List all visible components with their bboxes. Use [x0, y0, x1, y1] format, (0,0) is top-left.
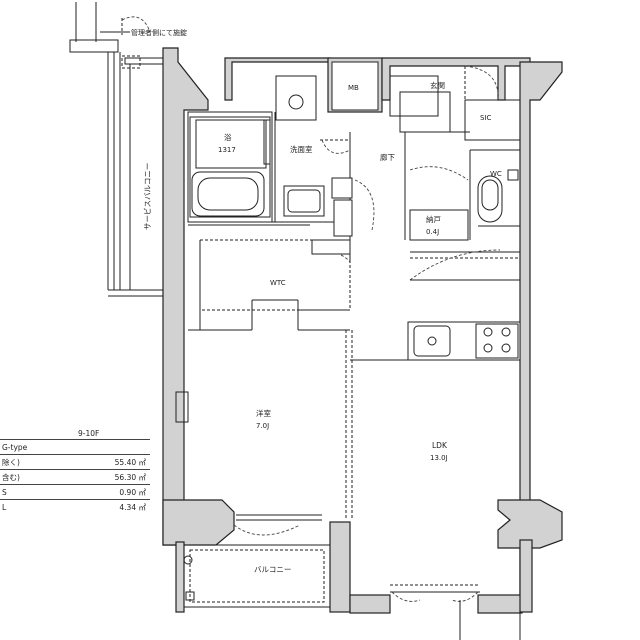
area-row-value: 56.30 ㎡	[55, 469, 150, 485]
washroom	[272, 75, 351, 223]
area-table: 9-10F G-type 除く) 55.40 ㎡ 含む) 56.30 ㎡ S 0…	[0, 428, 150, 514]
area-row-value: 55.40 ㎡	[55, 454, 150, 470]
area-row: 除く) 55.40 ㎡	[0, 454, 150, 470]
area-row-value: 0.90 ㎡	[55, 484, 150, 500]
area-row-label: L	[0, 499, 56, 514]
area-table-type: G-type	[0, 439, 150, 455]
area-row: L 4.34 ㎡	[0, 499, 150, 514]
genkan-label: 玄関	[430, 80, 445, 90]
wtc-label: WTC	[270, 279, 286, 287]
western-room	[175, 330, 353, 536]
management-note: 管理者側にて施錠	[100, 28, 187, 37]
ldk-room	[350, 359, 521, 602]
service-balcony	[69, 2, 166, 297]
bath-title: 浴	[224, 132, 232, 142]
ldk-size: 13.0J	[430, 454, 448, 462]
balcony	[183, 544, 331, 608]
area-row-label: S	[0, 484, 56, 500]
hallway	[311, 132, 469, 263]
sic-label: SIC	[480, 114, 492, 122]
balcony-label: バルコニー	[254, 565, 291, 574]
mb-label: MB	[348, 84, 359, 92]
hallway-label: 廊下	[380, 152, 395, 162]
area-row-label: 除く)	[0, 454, 56, 470]
storage-room	[409, 209, 520, 281]
management-note-text: 管理者側にて施錠	[131, 28, 187, 37]
kitchen	[407, 321, 521, 361]
mb-box	[331, 61, 379, 111]
entrance-area	[389, 65, 521, 141]
storage-size: 0.4J	[426, 228, 439, 236]
area-row: 含む) 56.30 ㎡	[0, 469, 150, 485]
bath-size: 1317	[218, 146, 236, 154]
washroom-label: 洗面室	[290, 144, 313, 154]
western-size: 7.0J	[256, 422, 269, 430]
bathroom	[187, 111, 273, 223]
service-balcony-label: サービスバルコニー	[143, 163, 152, 230]
wc-room	[469, 149, 520, 240]
area-row-label: 含む)	[0, 469, 56, 485]
western-title: 洋室	[256, 408, 271, 418]
exterior-walls	[162, 47, 563, 614]
ldk-title: LDK	[432, 441, 448, 450]
wc-label: WC	[490, 170, 502, 178]
wtc-room	[188, 224, 351, 331]
area-table-floors: 9-10F	[78, 429, 100, 438]
area-row: S 0.90 ㎡	[0, 484, 150, 500]
storage-title: 納戸	[426, 214, 441, 224]
area-row-value: 4.34 ㎡	[55, 499, 150, 514]
